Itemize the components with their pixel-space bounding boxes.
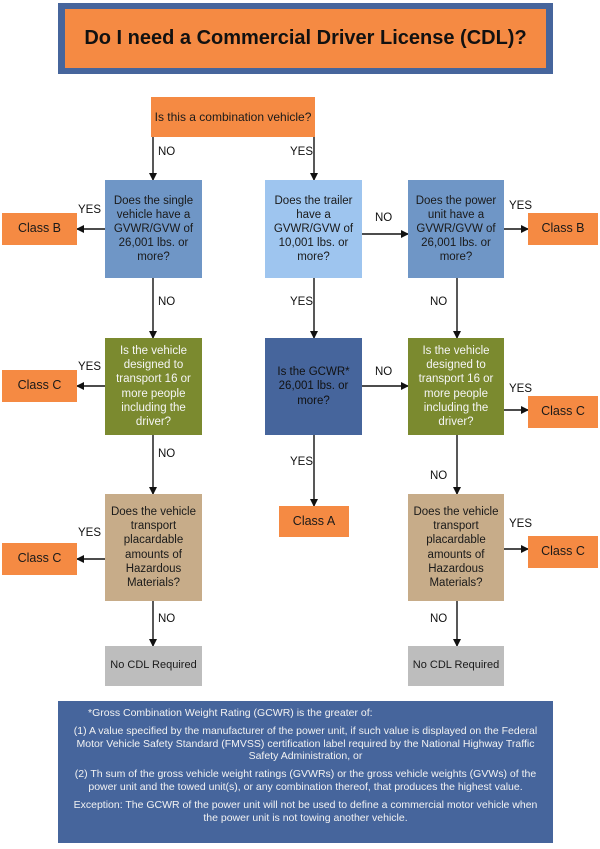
label-left-people-no: NO xyxy=(158,448,176,460)
footnote-exception: Exception: The GCWR of the power unit wi… xyxy=(73,798,538,824)
result-right-class-b: Class B xyxy=(528,213,598,245)
node-power-unit-gvwr: Does the power unit have a GVWR/GVW of 2… xyxy=(408,180,504,278)
label-left-hazmat-no: NO xyxy=(158,613,176,625)
result-right-class-c-hazmat: Class C xyxy=(528,536,598,568)
label-gcwr-yes: YES xyxy=(290,456,314,468)
gcwr-footnote: *Gross Combination Weight Rating (GCWR) … xyxy=(58,701,553,843)
page-title: Do I need a Commercial Driver License (C… xyxy=(65,9,546,68)
node-trailer-gvwr: Does the trailer have a GVWR/GVW of 10,0… xyxy=(265,180,362,278)
label-right-people-yes: YES xyxy=(509,383,533,395)
label-trailer-yes: YES xyxy=(290,296,314,308)
result-left-no-cdl: No CDL Required xyxy=(105,646,202,686)
result-class-a: Class A xyxy=(279,506,349,537)
node-gcwr: Is the GCWR* 26,001 lbs. or more? xyxy=(265,338,362,435)
result-left-class-c-hazmat: Class C xyxy=(2,543,77,575)
label-single-no: NO xyxy=(158,296,176,308)
result-right-class-c-people: Class C xyxy=(528,396,598,428)
footnote-item-1: (1) A value specified by the manufacture… xyxy=(73,724,538,763)
label-start-no: NO xyxy=(158,146,176,158)
label-start-yes: YES xyxy=(290,146,314,158)
label-left-hazmat-yes: YES xyxy=(78,527,102,539)
result-left-class-b: Class B xyxy=(2,213,77,245)
node-right-hazmat: Does the vehicle transport placardable a… xyxy=(408,494,504,601)
label-power-yes: YES xyxy=(509,200,533,212)
node-right-people: Is the vehicle designed to transport 16 … xyxy=(408,338,504,435)
label-right-hazmat-yes: YES xyxy=(509,518,533,530)
footnote-item-2: (2) Th sum of the gross vehicle weight r… xyxy=(74,768,537,793)
label-trailer-no: NO xyxy=(375,212,393,224)
node-left-hazmat: Does the vehicle transport placardable a… xyxy=(105,494,202,601)
label-power-no: NO xyxy=(430,296,448,308)
node-left-people: Is the vehicle designed to transport 16 … xyxy=(105,338,202,435)
label-left-people-yes: YES xyxy=(78,361,102,373)
node-single-vehicle-gvwr: Does the single vehicle have a GVWR/GVW … xyxy=(105,180,202,278)
label-right-hazmat-no: NO xyxy=(430,613,448,625)
label-right-people-no: NO xyxy=(430,470,448,482)
result-right-no-cdl: No CDL Required xyxy=(408,646,504,686)
footnote-heading: *Gross Combination Weight Rating (GCWR) … xyxy=(88,707,373,719)
result-left-class-c-people: Class C xyxy=(2,370,77,402)
node-combination-vehicle: Is this a combination vehicle? xyxy=(151,97,315,137)
title-banner: Do I need a Commercial Driver License (C… xyxy=(58,3,553,74)
label-single-yes: YES xyxy=(78,204,102,216)
label-gcwr-no: NO xyxy=(375,366,393,378)
